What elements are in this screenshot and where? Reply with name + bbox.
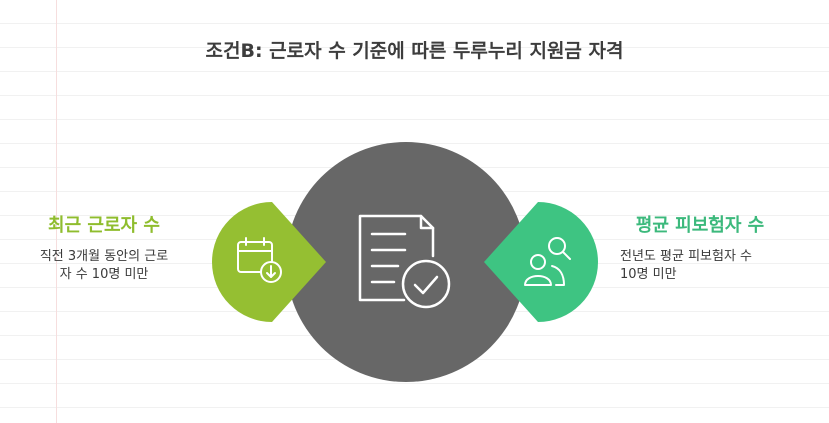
right-teardrop <box>484 202 598 322</box>
recent-worker-count-desc-line2: 자 수 10명 미만 <box>59 267 149 282</box>
document-check-icon <box>358 214 451 309</box>
recent-worker-count-desc-line1: 직전 3개월 동안의 근로 <box>39 249 169 264</box>
margin-line <box>56 0 57 423</box>
calendar-download-icon <box>237 237 282 283</box>
right-node <box>484 202 598 322</box>
recent-worker-count-desc: 직전 3개월 동안의 근로 자 수 10명 미만 <box>12 248 196 284</box>
left-node <box>212 202 326 322</box>
avg-insured-count-desc-line2: 10명 미만 <box>620 267 677 282</box>
people-search-icon <box>524 237 571 286</box>
avg-insured-count-title: 평균 피보험자 수 <box>635 215 765 236</box>
avg-insured-count-desc-line1: 전년도 평균 피보험자 수 <box>620 249 752 264</box>
diagram-title: 조건B: 근로자 수 기준에 따른 두루누리 지원금 자격 <box>205 40 624 62</box>
recent-worker-count-title: 최근 근로자 수 <box>48 215 160 236</box>
center-circle <box>286 142 526 382</box>
avg-insured-count-desc: 전년도 평균 피보험자 수 10명 미만 <box>620 248 800 284</box>
